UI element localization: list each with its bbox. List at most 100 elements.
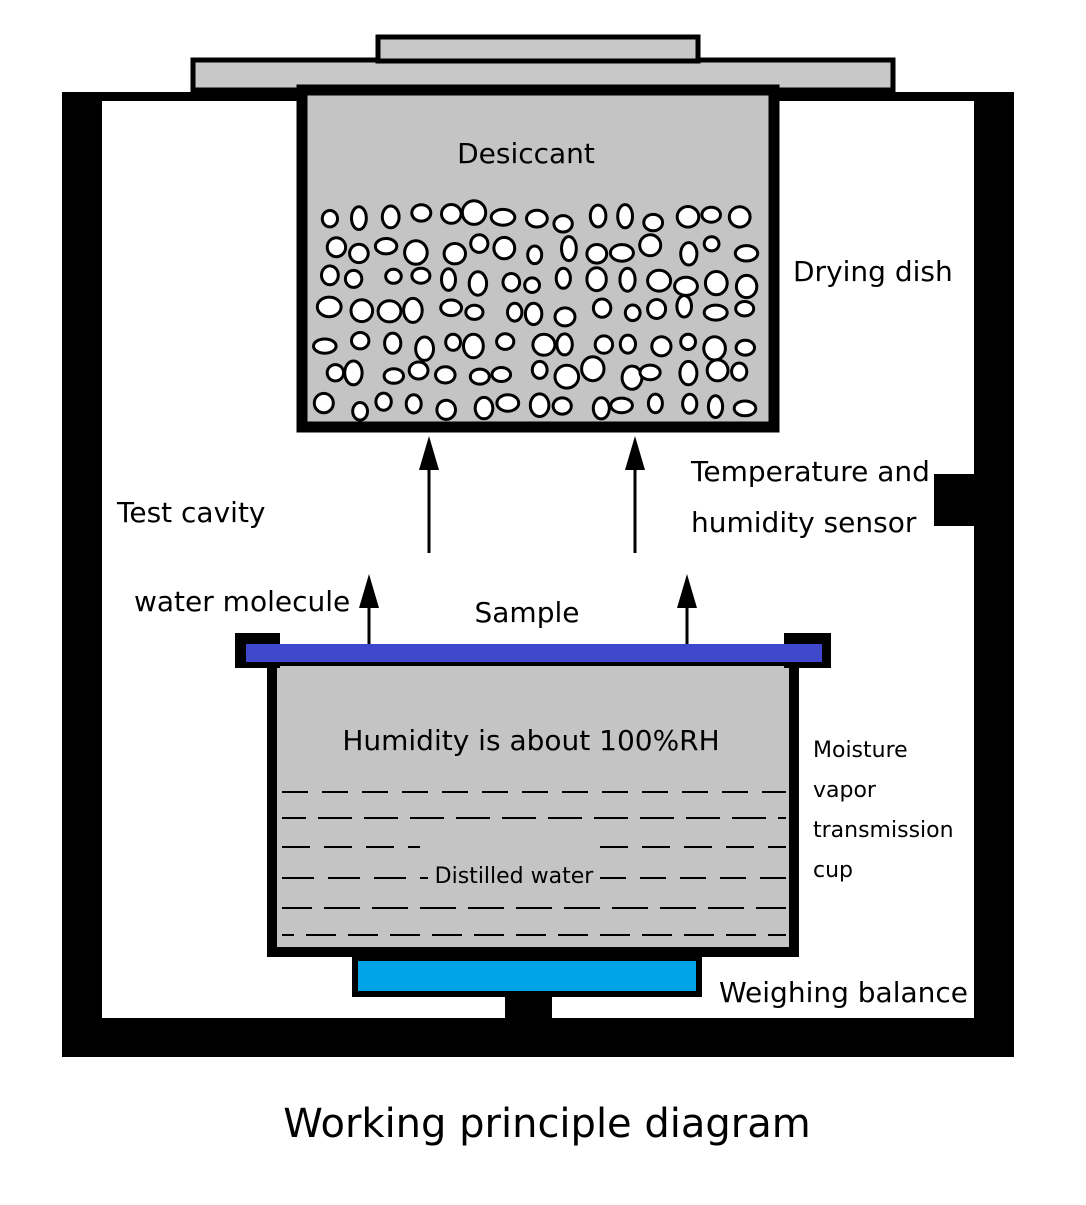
label-cup-line2: vapor: [813, 778, 877, 803]
desiccant-granule: [376, 299, 403, 324]
desiccant-granule: [348, 242, 370, 265]
desiccant-granule: [616, 203, 634, 230]
desiccant-granule: [673, 275, 699, 297]
chamber-wall-right: [974, 92, 1014, 1057]
label-test-cavity: Test cavity: [116, 496, 266, 529]
desiccant-granule: [407, 360, 430, 381]
desiccant-granule: [734, 273, 759, 300]
desiccant-granule: [580, 355, 606, 383]
desiccant-granule: [434, 365, 457, 385]
desiccant-granule: [732, 399, 758, 418]
desiccant-granule: [489, 207, 517, 227]
desiccant-granule: [351, 401, 370, 422]
desiccant-granule: [495, 332, 516, 351]
chamber-wall-top-right: [776, 92, 1014, 101]
desiccant-granule: [410, 266, 432, 285]
desiccant-granule: [551, 396, 573, 416]
sample-film: [246, 644, 822, 662]
weighing-balance: [352, 955, 702, 1020]
desiccant-granule: [312, 391, 335, 415]
desiccant-granule: [734, 338, 756, 357]
cup-body: [267, 656, 799, 957]
desiccant-granule: [555, 332, 574, 357]
desiccant-granule: [343, 359, 364, 387]
desiccant-granule: [528, 392, 551, 419]
desiccant-granule: [531, 332, 557, 357]
test-chamber: [62, 92, 1014, 1057]
desiccant-granule: [609, 396, 634, 415]
desiccant-granule: [733, 244, 760, 263]
label-weighing-balance: Weighing balance: [719, 976, 968, 1009]
desiccant-granule: [585, 266, 608, 293]
desiccant-granule: [492, 235, 517, 261]
desiccant-granule: [440, 267, 457, 292]
desiccant-granule: [402, 296, 424, 324]
desiccant-granule: [467, 270, 489, 297]
desiccant-granule: [700, 205, 723, 224]
lid-knob: [375, 34, 701, 64]
desiccant-granule: [462, 332, 485, 360]
chamber-wall-bottom: [62, 1018, 1014, 1057]
diagram-caption: Working principle diagram: [283, 1101, 810, 1147]
desiccant-granule: [679, 332, 697, 352]
desiccant-granule: [350, 205, 368, 232]
desiccant-granule: [650, 335, 673, 358]
desiccant-granule: [591, 297, 613, 319]
desiccant-granule: [325, 236, 348, 259]
desiccant-granule: [373, 237, 399, 256]
desiccant-granule: [325, 363, 346, 383]
desiccant-granule: [553, 306, 577, 328]
desiccant-granule: [501, 272, 522, 293]
desiccant-granule: [618, 333, 638, 355]
desiccant-granule: [681, 392, 699, 415]
desiccant-granule: [646, 268, 673, 293]
distilled-water-lines: [282, 791, 786, 936]
desiccant-granule: [383, 331, 403, 355]
desiccant-granule: [525, 208, 549, 229]
balance-pan: [352, 955, 702, 997]
desiccant-granule: [560, 235, 578, 263]
label-sample: Sample: [475, 596, 580, 629]
desiccant-granule: [523, 276, 541, 295]
chamber-wall-top-left: [62, 92, 302, 101]
label-cup-line3: transmission: [813, 818, 954, 843]
desiccant-granule: [620, 364, 644, 391]
desiccant-granule: [730, 361, 749, 382]
desiccant-granule: [703, 270, 729, 297]
desiccant-granule: [506, 301, 524, 323]
label-cup-line4: cup: [813, 858, 853, 883]
desiccant-granule: [591, 396, 611, 421]
desiccant-granule: [410, 203, 433, 223]
desiccant-granule: [315, 295, 343, 319]
desiccant-granule: [585, 243, 609, 265]
desiccant-granule: [442, 242, 467, 266]
label-temperature-sensor-line2: humidity sensor: [691, 506, 917, 539]
desiccant-granule: [380, 204, 401, 230]
desiccant-granule: [435, 398, 458, 421]
desiccant-granule: [523, 301, 544, 327]
chamber-wall-left: [62, 92, 102, 1057]
desiccant-granule: [702, 335, 727, 362]
temperature-humidity-sensor: [934, 474, 976, 526]
desiccant-granule: [440, 203, 463, 225]
label-humidity: Humidity is about 100%RH: [342, 724, 719, 757]
desiccant-granule: [343, 268, 364, 289]
label-drying-dish: Drying dish: [793, 255, 953, 288]
desiccant-granule: [439, 298, 464, 318]
desiccant-granule: [706, 394, 725, 420]
desiccant-granule: [414, 335, 436, 362]
desiccant-granule: [638, 363, 662, 382]
desiccant-granule: [675, 205, 701, 229]
desiccant-granule: [638, 233, 663, 258]
arrow-up: [625, 436, 645, 553]
desiccant-granule: [679, 241, 699, 267]
moisture-vapor-transmission-cup: [235, 633, 831, 957]
chamber-lid: [190, 34, 896, 93]
desiccant-granule: [404, 393, 423, 415]
desiccant-granule: [530, 359, 549, 380]
desiccant-granule: [678, 359, 699, 387]
desiccant-granule: [468, 367, 491, 386]
desiccant-granule: [675, 294, 694, 319]
